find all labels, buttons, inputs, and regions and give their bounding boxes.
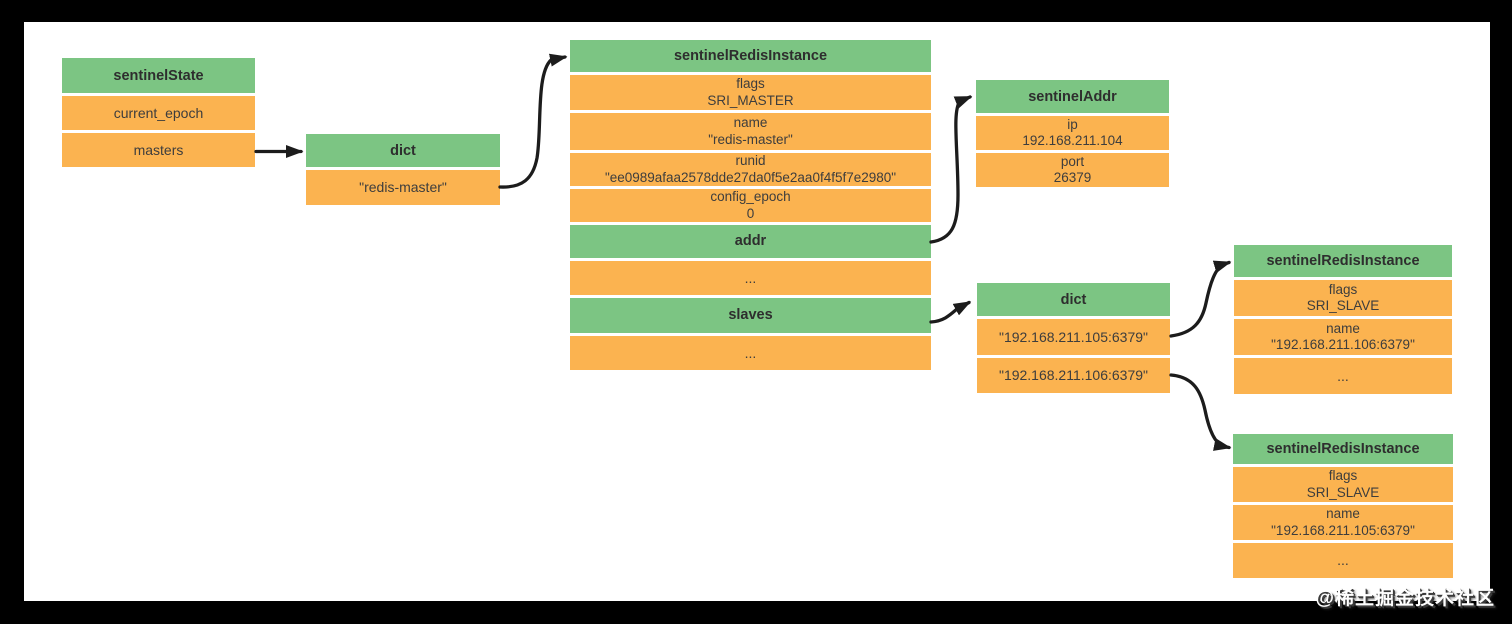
row-text: "192.168.211.105:6379" xyxy=(1271,522,1415,538)
row-text: current_epoch xyxy=(113,104,204,121)
node-row-sri-master-6: slaves xyxy=(570,298,931,333)
row-text: "redis-master" xyxy=(708,131,793,147)
row-text: slaves xyxy=(728,307,773,324)
node-header-sentinel-state: sentinelState xyxy=(62,58,255,93)
row-text: 0 xyxy=(746,205,755,221)
node-row-sri-master-7: ... xyxy=(570,336,931,370)
row-text: ip xyxy=(1067,116,1078,132)
row-text: config_epoch xyxy=(710,189,791,204)
node-row-sri-master-4: addr xyxy=(570,225,931,258)
row-text: name xyxy=(1326,320,1360,336)
row-text: flags xyxy=(736,76,765,91)
node-header-sri-slave-106: sentinelRedisInstance xyxy=(1234,245,1452,277)
node-row-dict-slaves-1: "192.168.211.106:6379" xyxy=(977,358,1170,393)
row-text: "192.168.211.106:6379" xyxy=(1271,337,1415,352)
row-text: SRI_MASTER xyxy=(707,92,794,108)
row-text: SRI_SLAVE xyxy=(1306,484,1380,500)
node-dict-masters: dict "redis-master" xyxy=(306,134,500,205)
row-text: "192.168.211.106:6379" xyxy=(998,367,1149,384)
row-text: runid xyxy=(735,153,766,168)
node-row-dict-masters-0: "redis-master" xyxy=(306,170,500,205)
row-text: ... xyxy=(1337,552,1349,569)
node-dict-slaves: dict "192.168.211.105:6379" "192.168.211.1… xyxy=(977,283,1170,393)
node-header-dict-slaves: dict xyxy=(977,283,1170,316)
row-text: 192.168.211.104 xyxy=(1022,133,1123,148)
row-text: "192.168.211.105:6379" xyxy=(998,328,1149,345)
row-text: name xyxy=(1326,506,1360,521)
node-row-sri-slave-106-1: name"192.168.211.106:6379" xyxy=(1234,319,1452,355)
row-text: ... xyxy=(744,269,757,286)
node-row-sri-master-2: runid"ee0989afaa2578dde27da0f5e2aa0f4f5f… xyxy=(570,153,931,186)
row-text: SRI_SLAVE xyxy=(1306,298,1380,313)
node-row-sri-slave-105-2: ... xyxy=(1233,543,1453,578)
node-row-sri-slave-105-1: name"192.168.211.105:6379" xyxy=(1233,505,1453,540)
node-row-sri-master-5: ... xyxy=(570,261,931,295)
row-text: addr xyxy=(734,233,767,250)
node-row-sri-slave-106-2: ... xyxy=(1234,358,1452,394)
row-text: masters xyxy=(133,141,184,158)
node-header-sri-master: sentinelRedisInstance xyxy=(570,40,931,72)
row-text: name xyxy=(733,115,768,130)
row-text: "ee0989afaa2578dde27da0f5e2aa0f4f5f7e298… xyxy=(604,169,897,185)
row-text: flags xyxy=(1328,468,1358,483)
watermark: @稀土掘金技术社区 xyxy=(1315,588,1495,609)
node-header-sri-slave-105: sentinelRedisInstance xyxy=(1233,434,1453,464)
node-header-sentinel-addr: sentinelAddr xyxy=(976,80,1169,113)
row-text: ... xyxy=(744,344,757,361)
node-row-sentinel-state-1: masters xyxy=(62,133,255,167)
row-text: flags xyxy=(1328,281,1358,297)
row-text: "redis-master" xyxy=(359,179,447,196)
row-text: 26379 xyxy=(1053,170,1092,185)
node-header-dict-masters: dict xyxy=(306,134,500,167)
row-text: ... xyxy=(1337,367,1349,384)
node-row-dict-slaves-0: "192.168.211.105:6379" xyxy=(977,319,1170,355)
node-row-sentinel-state-0: current_epoch xyxy=(62,96,255,130)
node-row-sri-master-1: name"redis-master" xyxy=(570,113,931,150)
row-text: port xyxy=(1060,153,1085,169)
